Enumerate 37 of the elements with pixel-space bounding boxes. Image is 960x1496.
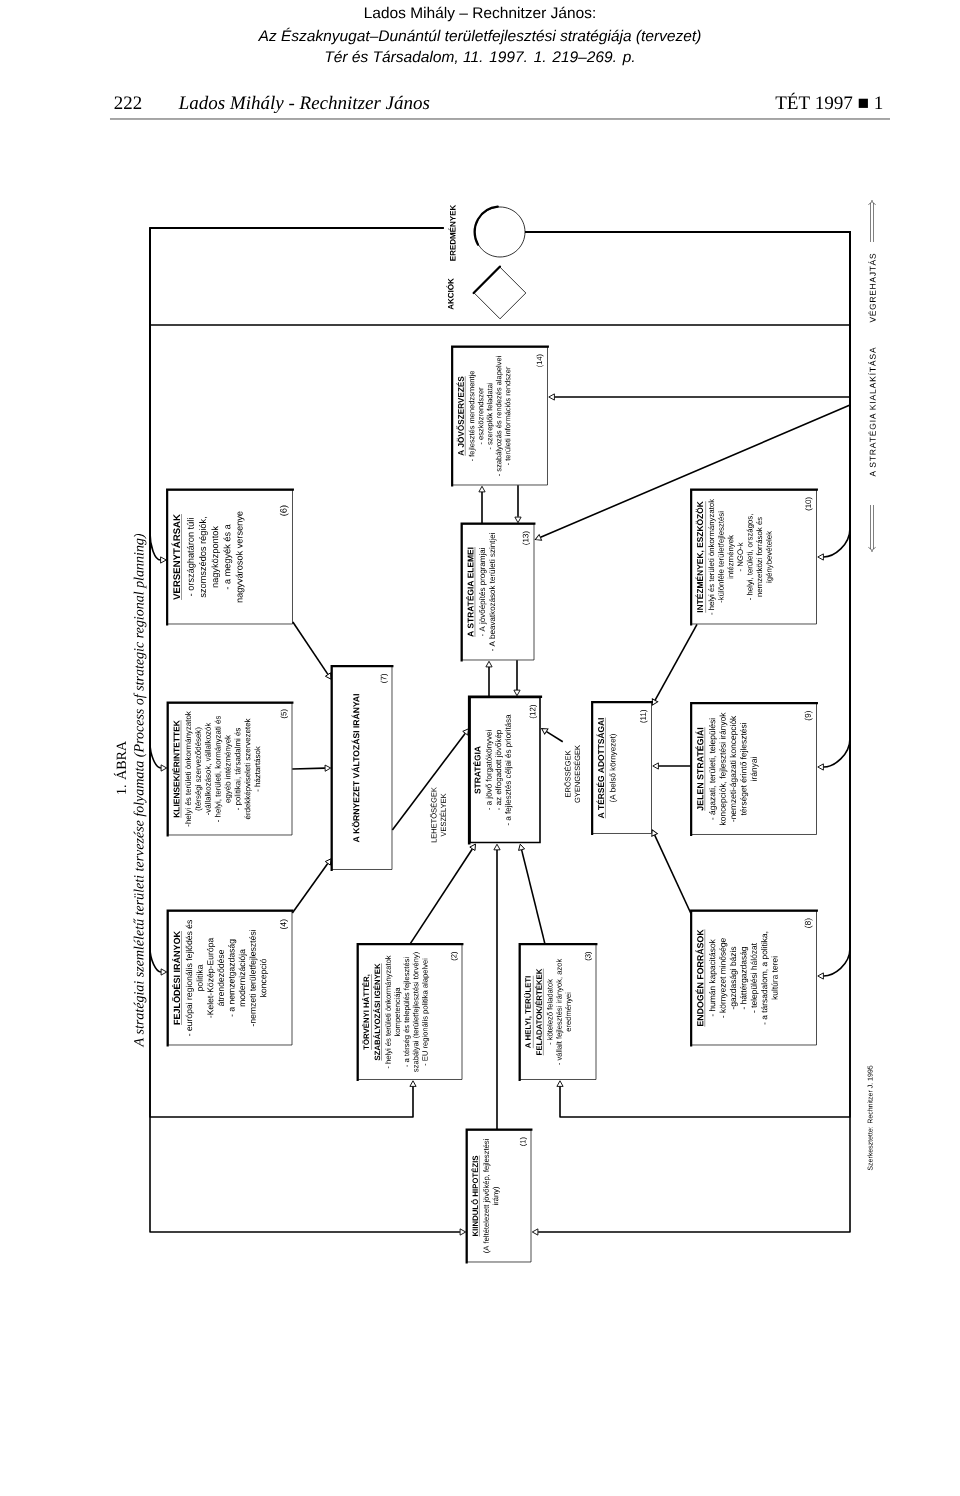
running-head: Lados Mihály - Rechnitzer János <box>178 95 430 114</box>
arrow <box>149 231 851 564</box>
arrow <box>391 728 470 831</box>
arrow <box>485 660 493 698</box>
arrow <box>652 762 692 770</box>
arrow <box>493 843 501 1131</box>
arrow <box>514 484 522 524</box>
citation-header: Az Északnyugat–Dunántúl területfejlesztési stratégiája (tervezet) <box>257 27 701 45</box>
arrow <box>651 829 692 915</box>
arrow <box>541 728 564 743</box>
citation-header: Tér és Társadalom, 11. 1997. 1. 219–269. p. <box>325 50 634 66</box>
arrow <box>409 843 476 945</box>
shape-label: EREDMÉNYEK <box>448 204 456 261</box>
arrow <box>513 659 521 697</box>
shape-label: AKCIÓK <box>446 278 454 310</box>
arrow <box>651 623 698 706</box>
process-box: FEJLŐDÉSI IRÁNYOK - európai regionális fejlődés és politika -Kelet-Közép-Európa átrendeződése - a nemzetgazdaság modernizációja -nemzeti területfejlesztési koncepció (4) <box>166 909 294 1047</box>
phase-label: A STRATÉGIA KIALAKÍTÁSA <box>868 347 876 477</box>
process-box: JELEN STRATÉGIÁI - ágazati, területi, települési koncepciók, fejlesztési irányok -nemzeti-ágazati koncepciók térséget érintő fejlesztési irányai (9) <box>690 702 818 836</box>
figure-number: 1. ÁBRA <box>113 741 127 794</box>
phase-label: VÉGREHAJTÁS <box>868 253 876 323</box>
arrow <box>291 764 332 772</box>
diagram-title: A stratégiai szemléletű területi tervezése folyamata (Process of strategic regional planning) <box>133 533 147 1048</box>
process-box: ENDOGÉN FORRÁSOK - humán kapacitások - környezet minősége -gazdasági bázis - háttérgazdaság - települési hálózat - a társadalom, a politika, kultúra terei (8) <box>690 909 818 1047</box>
process-box: A KÖRNYEZET VÁLTOZÁSI IRÁNYAI (7) <box>330 665 394 871</box>
arrow <box>292 621 332 680</box>
arrow <box>149 227 467 1236</box>
process-box: VERSENYTÁRSAK - országhatáron túli szomszédos régiók, nagyközpontok - a megyék és a nagyvárosok versenye (6) <box>166 488 294 626</box>
process-box: A STRATÉGIA ELEMEI - A jövőépítés programjai - A beavatkozások területi szintjei (13) <box>460 522 536 662</box>
process-box: STRATÉGIA - a jövő forgatókönyvei - az elfogadott jövőkép - a fejlesztés céljai és prioritása (12) <box>467 695 543 845</box>
arrow <box>518 843 546 945</box>
page-number: 222 <box>114 96 142 109</box>
running-head: TÉT 1997 ■ 1 <box>775 92 883 110</box>
citation-header: Lados Mihály – Rechnitzer János: <box>364 6 595 22</box>
arrow <box>291 858 332 914</box>
arrow <box>478 485 486 525</box>
process-box: A TÉRSÉG ADOTTSÁGAI (A belső környezet) (11) <box>591 701 653 835</box>
